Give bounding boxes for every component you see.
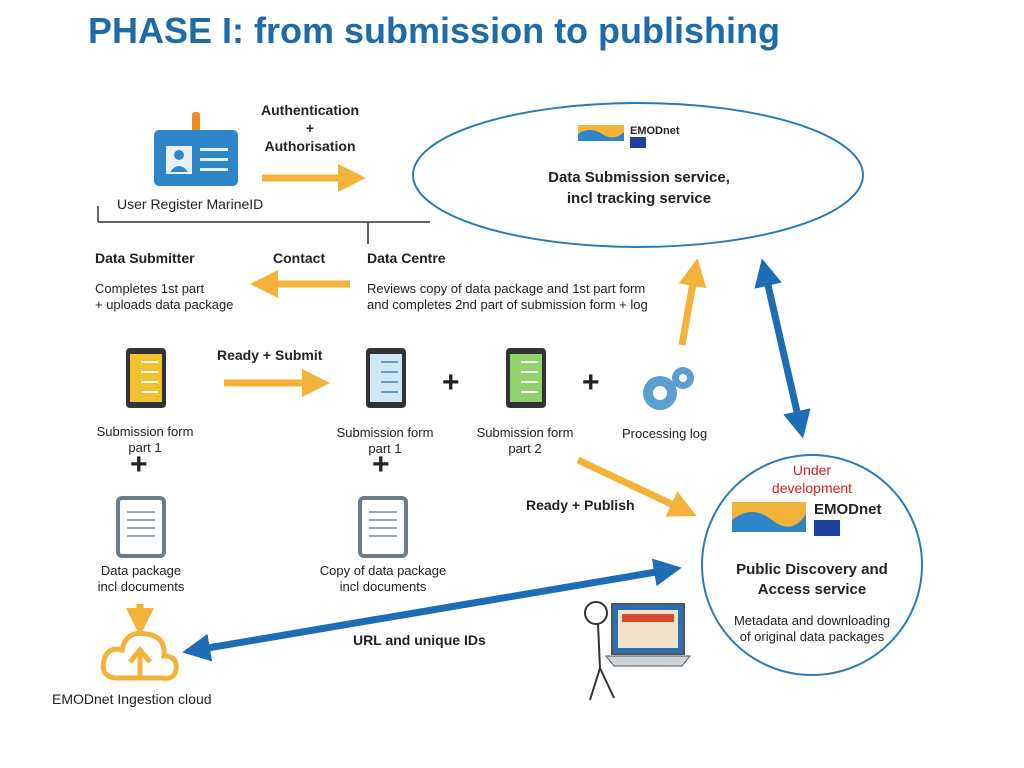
public-heading-2: Access service <box>757 581 867 598</box>
data-package-label-1: Data package <box>100 563 182 578</box>
plus-sign-4: + <box>372 448 390 481</box>
form1-label-1: Submission form <box>96 424 194 439</box>
document-icon <box>116 496 166 558</box>
public-line-2: of original data packages <box>739 629 885 644</box>
auth-label-1: Authentication <box>261 102 359 118</box>
document-copy-icon <box>358 496 408 558</box>
orange-arrows <box>126 164 707 636</box>
plus-sign-2: + <box>582 366 600 399</box>
form1-label-2: part 1 <box>128 440 162 455</box>
service-public-arrow <box>754 258 811 439</box>
data-submitter-heading: Data Submitter <box>95 250 195 266</box>
data-submitter-line2: + uploads data package <box>95 297 234 312</box>
form1-copy-label-1: Submission form <box>336 425 434 440</box>
auth-label-3: Authorisation <box>264 138 356 154</box>
auth-label-2: + <box>305 120 315 136</box>
ready-publish-label: Ready + Publish <box>526 497 635 513</box>
tablet-icon-form1-copy <box>366 348 406 408</box>
blue-arrows <box>182 258 811 662</box>
submission-service-line2: incl tracking service <box>566 190 712 207</box>
log-to-service-arrow <box>678 258 707 346</box>
page-title: PHASE I: from submission to publishing <box>88 10 781 51</box>
ready-submit-label: Ready + Submit <box>217 347 323 363</box>
plus-sign-1: + <box>442 366 460 399</box>
ingestion-cloud-label: EMODnet Ingestion cloud <box>52 691 212 707</box>
copy-package-label-1: Copy of data package <box>319 563 447 578</box>
cloud-upload-icon <box>100 630 179 681</box>
data-centre-line2: and completes 2nd part of submission for… <box>367 297 648 312</box>
user-register-label: User Register MarineID <box>117 196 264 212</box>
copy-package-label-2: incl documents <box>339 579 427 594</box>
emodnet-logo-text-2: EMODnet <box>814 501 882 518</box>
contact-label: Contact <box>273 250 326 266</box>
emodnet-logo-icon <box>578 125 646 148</box>
data-submitter-line1: Completes 1st part <box>95 281 205 296</box>
id-badge-icon <box>154 112 238 186</box>
data-package-label-2: incl documents <box>97 579 185 594</box>
form2-label-2: part 2 <box>508 441 542 456</box>
form2-label-1: Submission form <box>476 425 574 440</box>
data-centre-line1: Reviews copy of data package and 1st par… <box>367 281 646 296</box>
person-laptop-icon <box>584 601 692 701</box>
under-development-2: development <box>771 480 853 496</box>
url-ids-label: URL and unique IDs <box>353 632 486 648</box>
plus-sign-3: + <box>130 448 148 481</box>
url-ids-arrow <box>182 558 682 662</box>
tablet-icon-form1 <box>126 348 166 408</box>
emodnet-logo-icon-2 <box>732 502 840 536</box>
submission-service-ellipse <box>412 102 864 248</box>
ready-publish-arrow <box>576 456 697 517</box>
submission-service-line1: Data Submission service, <box>548 169 730 186</box>
public-line-1: Metadata and downloading <box>733 613 891 628</box>
under-development-1: Under <box>792 462 832 478</box>
data-centre-heading: Data Centre <box>367 250 446 266</box>
connector-lines <box>97 206 430 244</box>
gears-icon <box>643 367 694 410</box>
emodnet-logo-text: EMODnet <box>630 125 680 137</box>
form1-copy-label-2: part 1 <box>368 441 402 456</box>
processing-log-label: Processing log <box>622 426 708 441</box>
tablet-icon-form2 <box>506 348 546 408</box>
public-heading-1: Public Discovery and <box>736 561 888 578</box>
